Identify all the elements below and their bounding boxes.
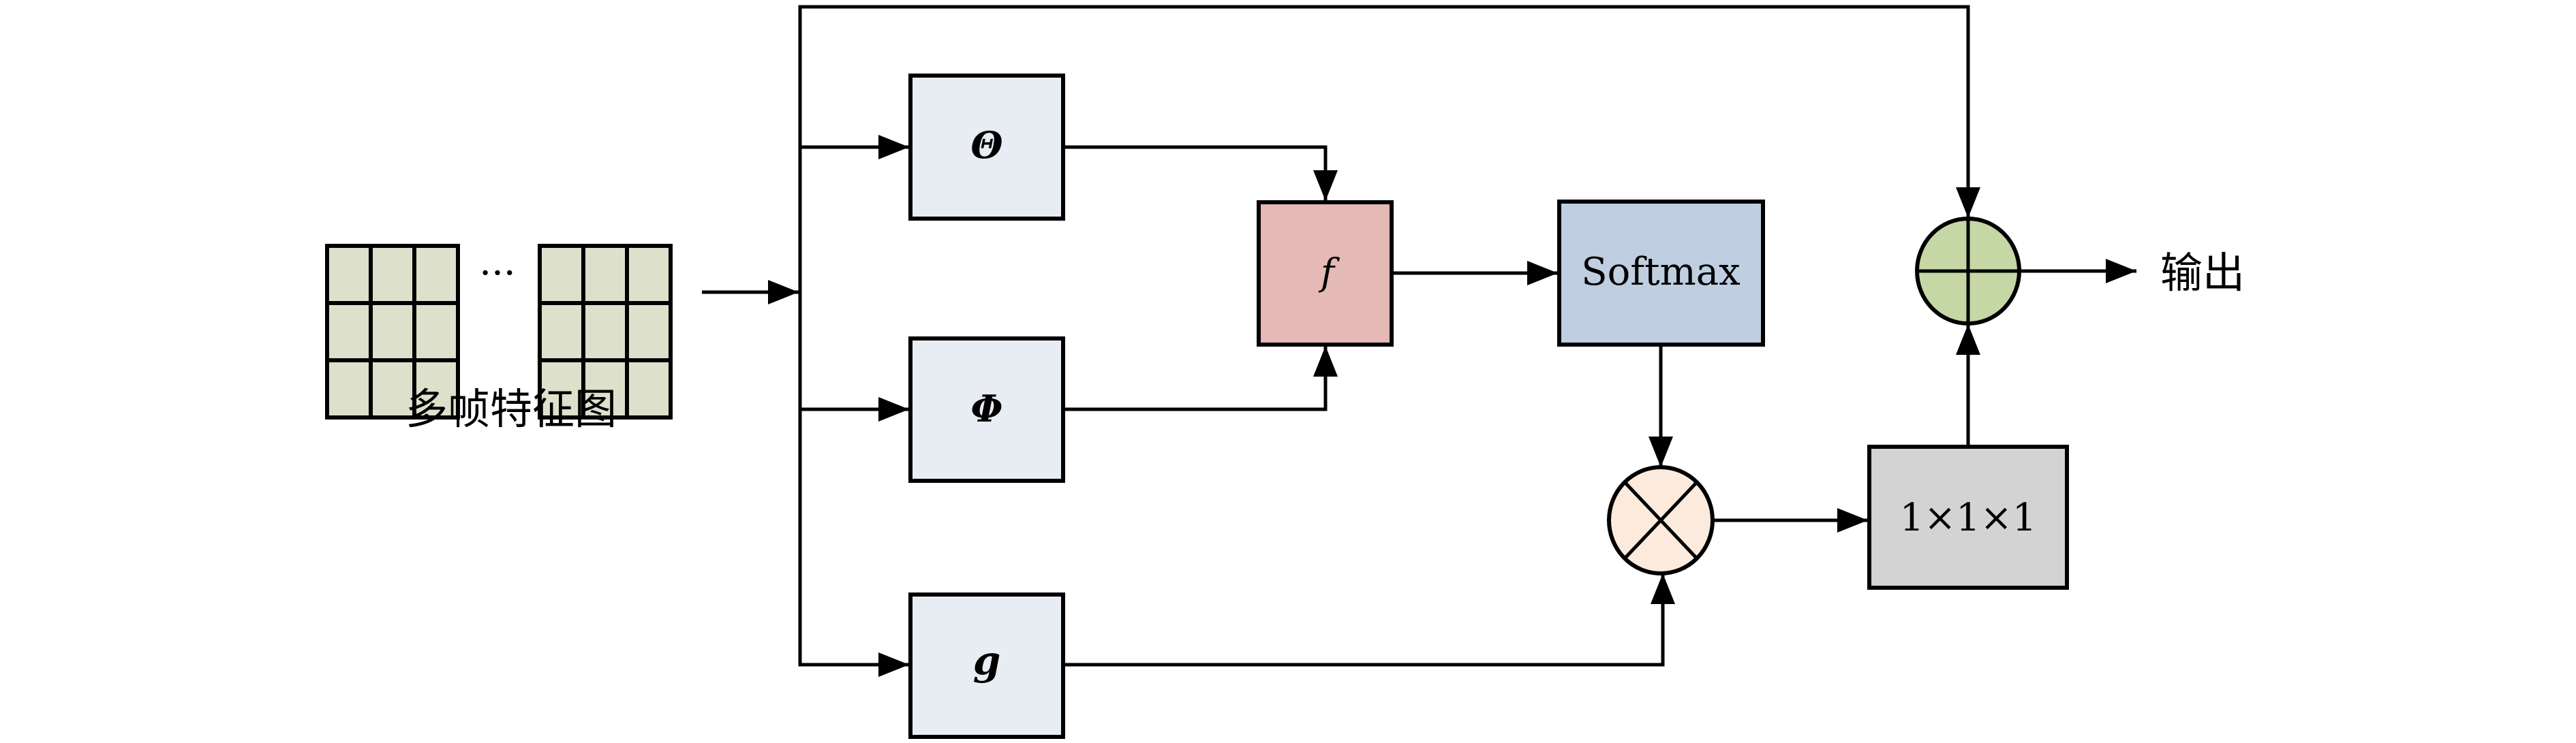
softmax-block: Softmax <box>1557 200 1765 347</box>
feature-map-cell <box>581 244 629 305</box>
input-feature-maps: ··· 多帧特征图 <box>325 244 673 434</box>
feature-map-grid-first <box>325 244 460 420</box>
theta-label: Θ <box>970 123 1002 167</box>
phi-to-f-arrow <box>1063 346 1338 411</box>
feature-map-cell <box>625 358 673 420</box>
conv-1x1x1-block: 1×1×1 <box>1867 445 2069 590</box>
feature-map-cell <box>412 301 460 362</box>
g-to-multiply-arrow <box>1063 573 1675 667</box>
feature-map-cell <box>369 358 416 420</box>
softmax-label: Softmax <box>1581 250 1740 294</box>
feature-map-cell <box>538 244 585 305</box>
feature-map-cell <box>625 244 673 305</box>
phi-block: Φ <box>908 336 1065 483</box>
feature-map-cell <box>369 301 416 362</box>
feature-map-cell <box>412 244 460 305</box>
multiply-cross-b <box>1623 481 1698 560</box>
feature-map-cell <box>625 301 673 362</box>
feature-map-cell <box>325 244 373 305</box>
conv-box <box>1867 445 2069 590</box>
feature-map-cell <box>325 358 373 420</box>
feature-map-cell <box>581 301 629 362</box>
feature-map-cell <box>538 301 585 362</box>
theta-block: Θ <box>908 74 1065 221</box>
g-label: g <box>973 637 1001 684</box>
ellipsis: ··· <box>479 251 515 296</box>
add-operator <box>1915 217 2021 326</box>
theta-to-f-arrow <box>1063 145 1338 201</box>
input-label: 多帧特征图 <box>405 384 617 434</box>
g-block: g <box>908 592 1065 739</box>
feature-map-cell <box>325 301 373 362</box>
conv-label: 1×1×1 <box>1900 496 2037 540</box>
phi-label: Φ <box>970 387 1002 430</box>
multiply-operator <box>1607 465 1715 575</box>
feature-map-grid-last <box>538 244 673 420</box>
f-block: f <box>1257 200 1394 347</box>
feature-map-cell <box>369 244 416 305</box>
output-label: 输出 <box>2160 248 2245 298</box>
feature-map-cell <box>581 358 629 420</box>
feature-map-cell <box>412 358 460 420</box>
feature-map-cell <box>538 358 585 420</box>
